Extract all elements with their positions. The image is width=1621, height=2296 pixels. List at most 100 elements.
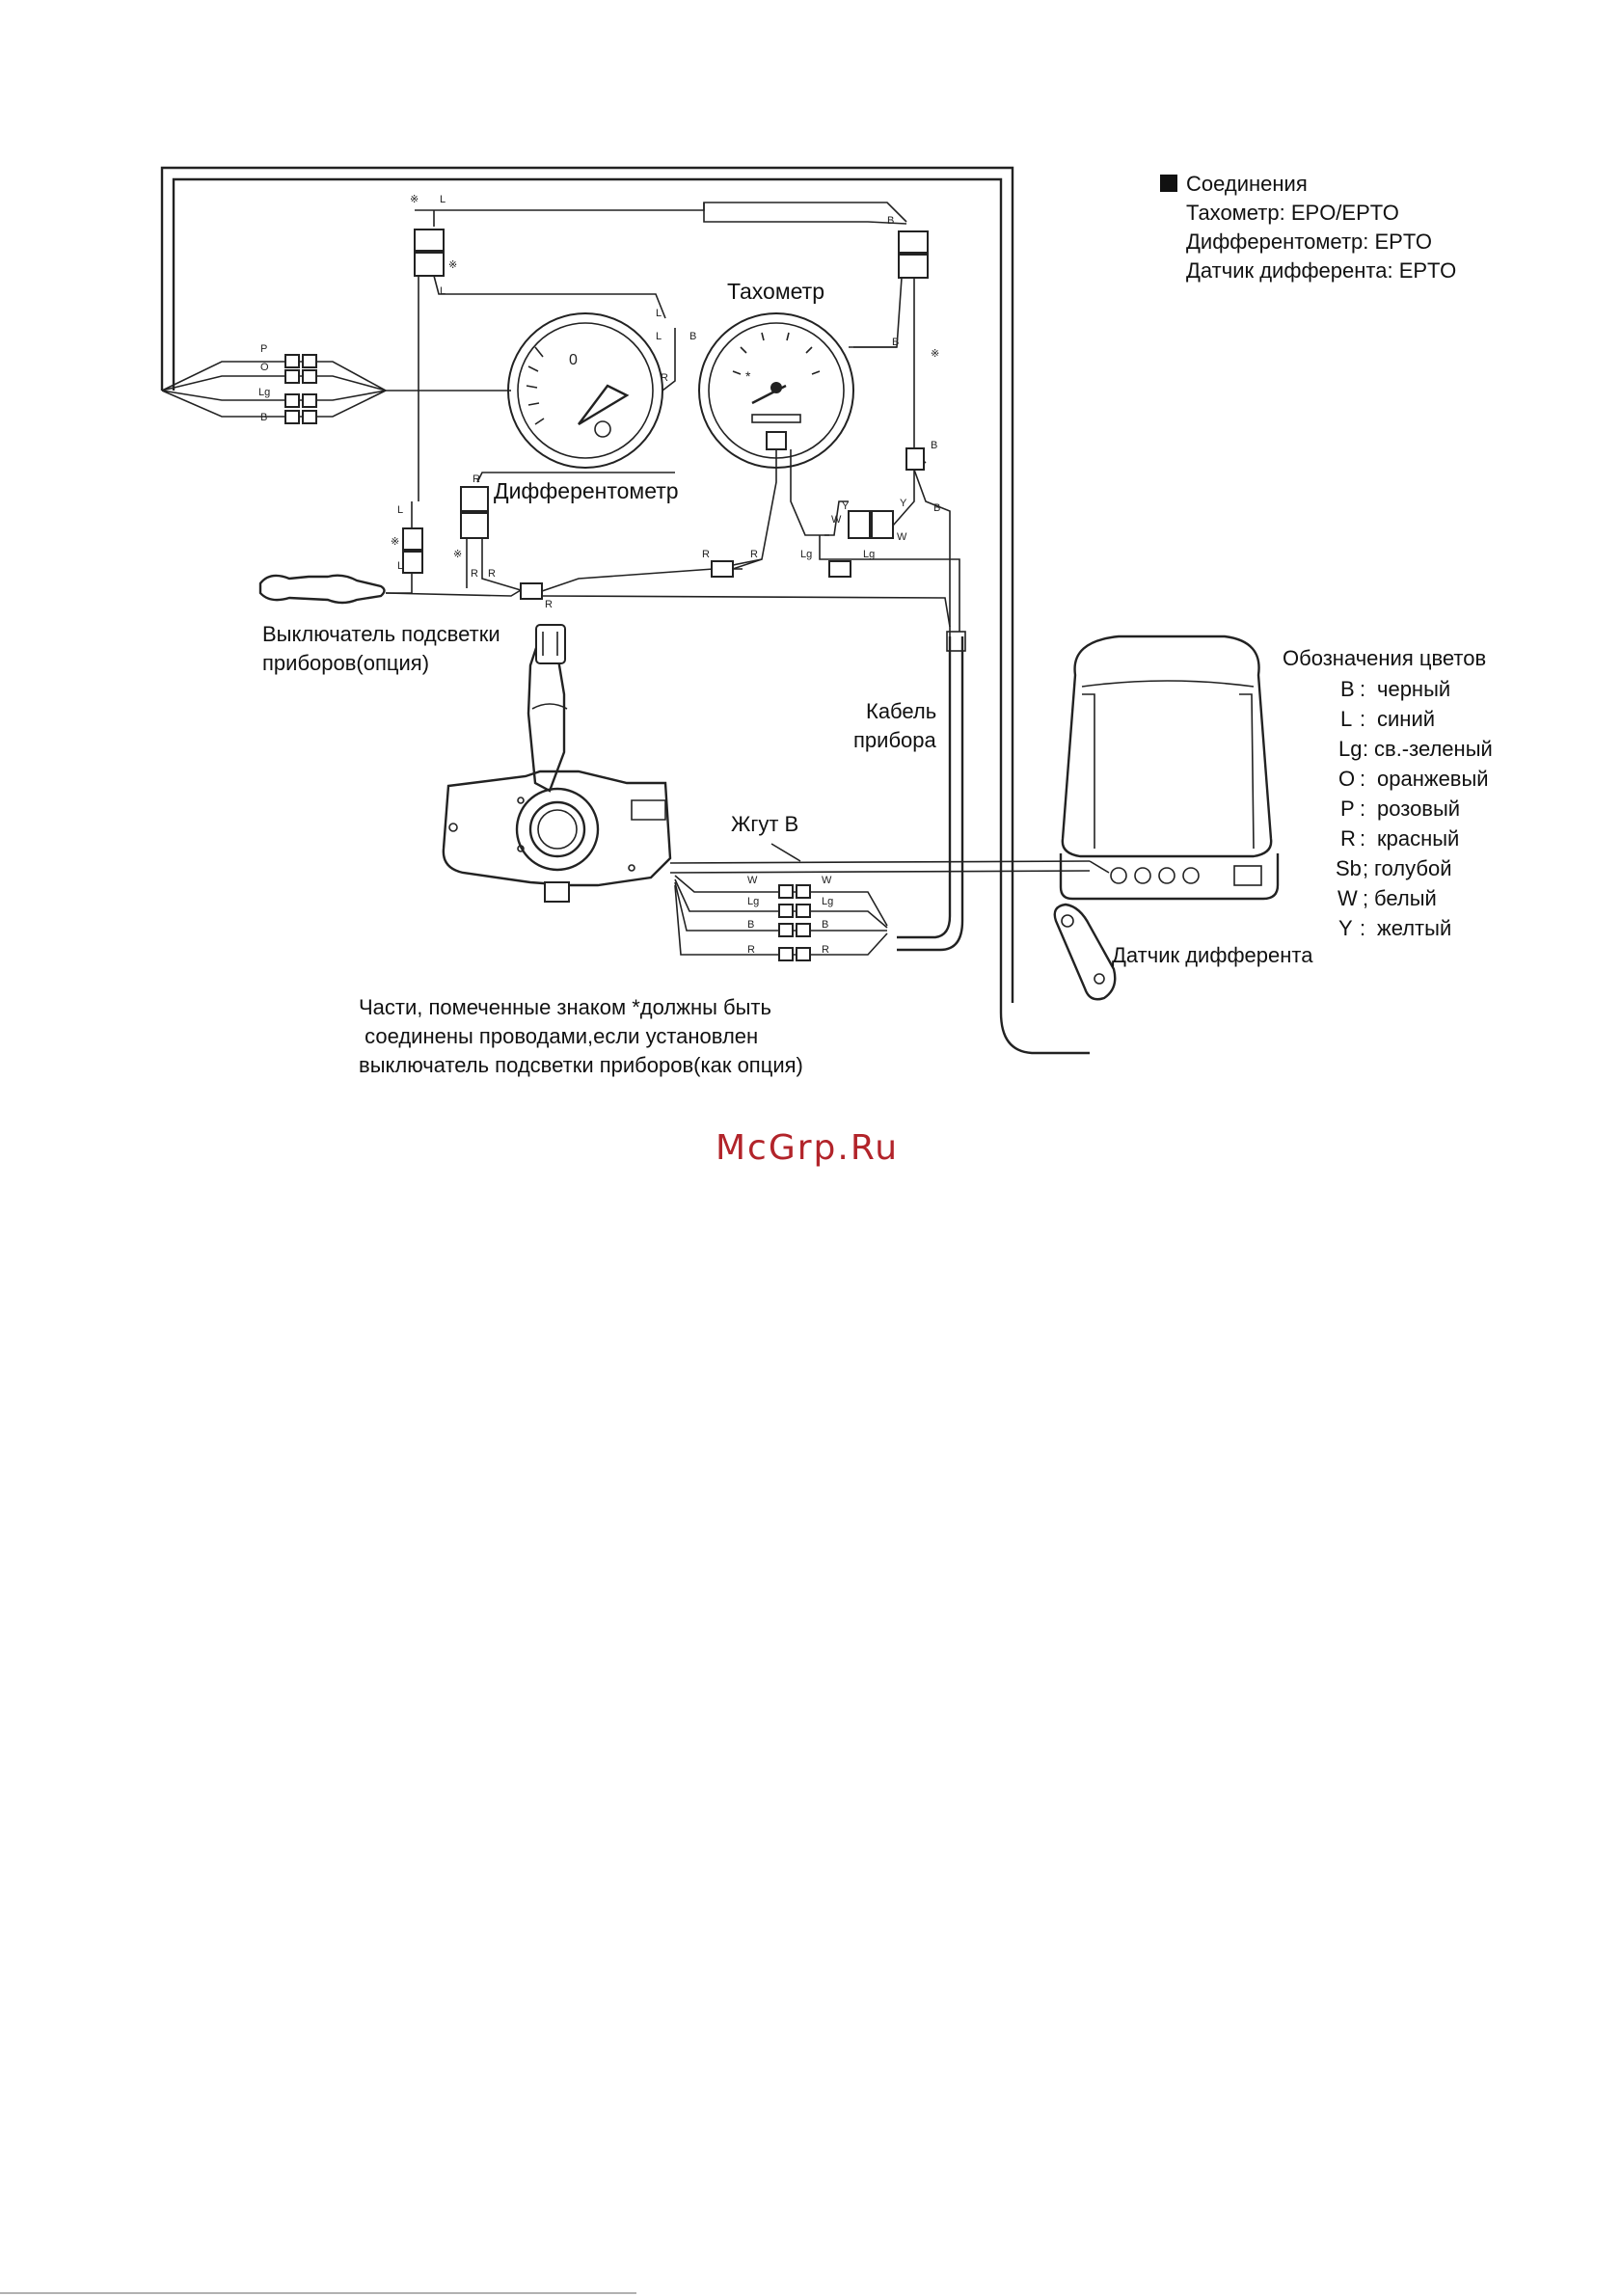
- svg-text:B: B: [933, 502, 940, 514]
- trim-meter-label: Дифферентометр: [494, 478, 679, 503]
- harness-label-lg: Lg: [747, 896, 759, 907]
- color-legend: Обозначения цветов B : черный L : синий …: [1283, 646, 1493, 940]
- svg-text:W: W: [897, 531, 907, 543]
- remote-control-box: [442, 624, 672, 903]
- svg-text:R: R: [545, 599, 553, 610]
- harness-label-r: R: [747, 944, 755, 956]
- harness-label-b: B: [747, 919, 754, 931]
- light-switch-icon: [258, 574, 386, 605]
- outboard-engine-icon: [1059, 635, 1280, 901]
- svg-text:голубой: голубой: [1374, 856, 1452, 880]
- legend-row-r: R : красный: [1340, 826, 1459, 851]
- svg-text:Lg: Lg: [863, 549, 875, 560]
- meter-cable-label-line2: прибора: [853, 728, 937, 752]
- trim-sensor-icon: [1053, 903, 1117, 1001]
- svg-text:св.-зеленый: св.-зеленый: [1374, 737, 1493, 761]
- svg-text::: :: [1360, 916, 1365, 940]
- light-switch-wiring: L L ※ R R R Lg Lg: [258, 501, 951, 628]
- connections-block: Соединения Тахометр: EPO/EPTO Дифференто…: [1160, 172, 1456, 283]
- connector-top-left: L L L ※ ※: [410, 194, 907, 501]
- svg-text:R: R: [488, 568, 496, 580]
- svg-text:B: B: [689, 331, 696, 342]
- note-line-3: выключатель подсветки приборов(как опция…: [359, 1053, 803, 1077]
- legend-row-y: Y : желтый: [1338, 916, 1451, 940]
- light-switch-label-line1: Выключатель подсветки: [262, 622, 500, 646]
- svg-text:*: *: [745, 368, 751, 384]
- svg-text:L: L: [656, 308, 662, 319]
- svg-text:W: W: [822, 875, 832, 886]
- svg-text:※: ※: [931, 348, 939, 360]
- legend-row-w: W ; белый: [1337, 886, 1437, 910]
- bundle-label-p: P: [260, 343, 267, 355]
- harness-label: Жгут B: [731, 812, 798, 836]
- svg-text:белый: белый: [1374, 886, 1437, 910]
- connections-title: Соединения: [1186, 172, 1308, 196]
- svg-text:B: B: [892, 337, 899, 348]
- bundle-label-lg: Lg: [258, 387, 270, 398]
- light-switch-label-line2: приборов(опция): [262, 651, 429, 675]
- main-loop-wire: [160, 166, 1014, 1003]
- harness-b: W Lg B R W Lg B R: [669, 843, 1091, 961]
- svg-text:;: ;: [1363, 856, 1368, 880]
- bundle-label-o: O: [260, 362, 269, 373]
- svg-text:※: ※: [448, 259, 457, 271]
- svg-text:Y: Y: [900, 498, 907, 509]
- svg-text::: :: [1360, 797, 1365, 821]
- svg-text:B: B: [822, 919, 828, 931]
- svg-text:0: 0: [569, 352, 578, 368]
- connections-trim-sensor: Датчик дифферента: EPTO: [1186, 258, 1456, 283]
- svg-text:P: P: [1340, 797, 1355, 821]
- svg-text:Y: Y: [842, 500, 850, 512]
- svg-text:R: R: [471, 568, 478, 580]
- trim-sensor-loop-wire: [172, 177, 1090, 1055]
- svg-text:R: R: [473, 473, 480, 485]
- connector-trim-meter: R ※ R R Дифферентометр: [453, 472, 679, 591]
- legend-row-sb: Sb ; голубой: [1336, 856, 1452, 880]
- svg-text:※: ※: [410, 194, 419, 205]
- svg-text:O: O: [1338, 767, 1355, 791]
- svg-text::: :: [1360, 707, 1365, 731]
- meter-cable: [897, 631, 966, 952]
- note-line-2: соединены проводами,если установлен: [359, 1024, 758, 1048]
- svg-text:Lg: Lg: [822, 896, 833, 907]
- svg-text:L: L: [440, 285, 446, 297]
- connections-tachometer: Тахометр: EPO/EPTO: [1186, 201, 1399, 225]
- svg-text::: :: [1360, 677, 1365, 701]
- svg-text:L: L: [656, 331, 662, 342]
- legend-row-lg: Lg : св.-зеленый: [1338, 737, 1493, 761]
- connections-trim-meter: Дифферентометр: EPTO: [1186, 230, 1432, 254]
- svg-text:B: B: [887, 215, 894, 227]
- trim-sensor-label: Датчик дифферента: [1112, 943, 1313, 967]
- legend-row-l: L : синий: [1340, 707, 1435, 731]
- note-line-1: Части, помеченные знаком *должны быть: [359, 995, 771, 1019]
- svg-text:L: L: [440, 194, 446, 205]
- tachometer-label: Тахометр: [727, 279, 824, 304]
- meter-cable-label-line1: Кабель: [866, 699, 936, 723]
- svg-text:R: R: [822, 944, 829, 956]
- tachometer-gauge: *: [698, 312, 854, 570]
- bundle-label-b: B: [260, 412, 267, 423]
- svg-text:R: R: [702, 549, 710, 560]
- harness-label-w: W: [747, 875, 758, 886]
- svg-text:Lg: Lg: [800, 549, 812, 560]
- svg-text::: :: [1360, 826, 1365, 851]
- svg-text:Lg: Lg: [1338, 737, 1362, 761]
- svg-text:R: R: [661, 372, 668, 384]
- svg-text:※: ※: [453, 549, 462, 560]
- svg-text:W: W: [1337, 886, 1358, 910]
- svg-text:желтый: желтый: [1377, 916, 1451, 940]
- svg-text:L: L: [397, 560, 403, 572]
- svg-text::: :: [1363, 737, 1368, 761]
- svg-text::: :: [1360, 767, 1365, 791]
- watermark: McGrp.Ru: [716, 1128, 899, 1168]
- left-connector-bundle: P O Lg B: [161, 343, 511, 424]
- svg-text:B: B: [1340, 677, 1355, 701]
- svg-text:черный: черный: [1377, 677, 1450, 701]
- trim-meter-gauge: 0 R L B: [507, 312, 696, 469]
- svg-text:Sb: Sb: [1336, 856, 1362, 880]
- svg-text:розовый: розовый: [1377, 797, 1460, 821]
- svg-text:※: ※: [391, 536, 399, 548]
- note-block: Части, помеченные знаком *должны быть со…: [359, 995, 803, 1077]
